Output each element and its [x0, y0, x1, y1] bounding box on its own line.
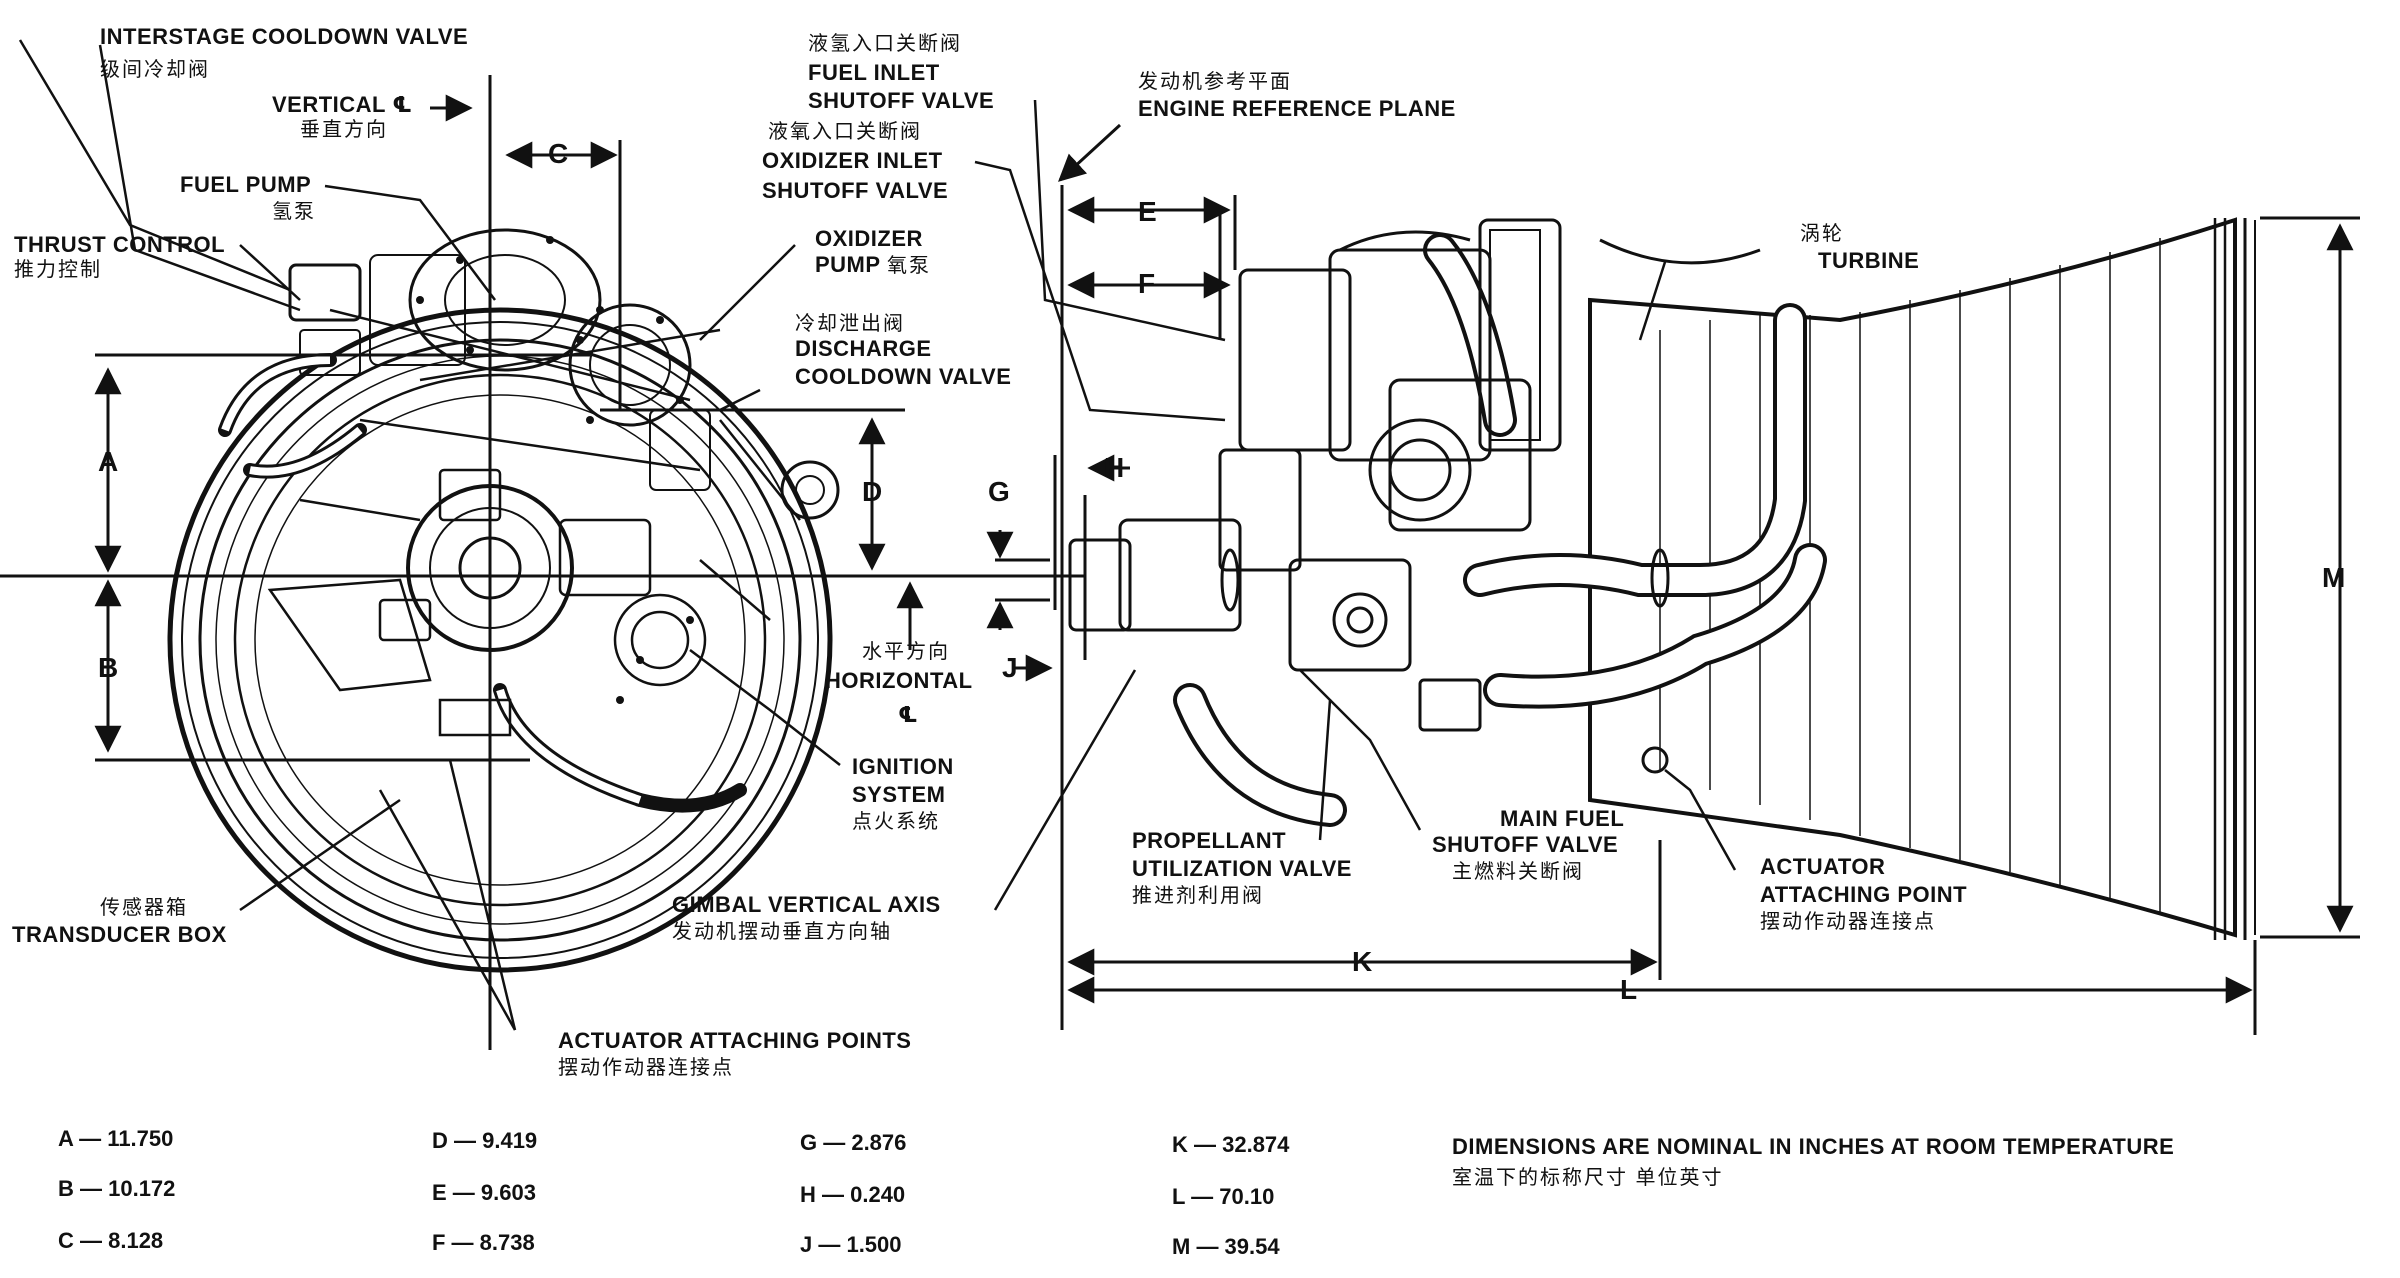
dim-h: H — 0.240	[800, 1182, 906, 1207]
label-turbine: TURBINE	[1818, 248, 1920, 273]
label-fuel-pump-cn: 氢泵	[272, 201, 316, 223]
label-discharge-cooldown-2: COOLDOWN VALVE	[795, 364, 1012, 389]
front-dimension-lines	[0, 75, 1085, 1050]
dim-letter-l: L	[1620, 974, 1638, 1005]
dim-letter-g: G	[988, 476, 1010, 507]
label-horizontal: HORIZONTAL	[825, 668, 973, 693]
front-view	[167, 228, 840, 973]
dim-l: L — 70.10	[1172, 1184, 1275, 1209]
dim-letter-h: H	[1104, 452, 1125, 483]
dim-letter-m: M	[2322, 562, 2346, 593]
dim-letter-j: J	[1002, 652, 1018, 683]
dim-f: F — 8.738	[432, 1230, 535, 1255]
front-leader-lines	[18, 39, 841, 1031]
label-fuel-inlet-2: SHUTOFF VALVE	[808, 88, 995, 113]
dim-letter-c: C	[548, 138, 569, 169]
label-fuel-inlet-cn: 液氢入口关断阀	[808, 33, 962, 55]
label-gimbal-axis: GIMBAL VERTICAL AXIS	[672, 892, 941, 917]
label-interstage-cooldown-valve-cn: 级间冷却阀	[100, 59, 210, 81]
label-oxidizer-inlet-2: SHUTOFF VALVE	[762, 178, 949, 203]
label-discharge-cooldown-cn: 冷却泄出阀	[795, 313, 905, 335]
dimension-note-cn: 室温下的标称尺寸 单位英寸	[1452, 1167, 1724, 1189]
label-actuator-point: ACTUATOR	[1760, 854, 1886, 879]
label-fuel-inlet: FUEL INLET	[808, 60, 940, 85]
label-horizontal-cn: 水平方向	[862, 641, 950, 663]
side-leader-lines	[974, 99, 1737, 911]
dim-c: C — 8.128	[58, 1228, 164, 1253]
dim-letter-a: A	[98, 446, 119, 477]
label-oxidizer-pump: OXIDIZER	[815, 226, 923, 251]
side-view	[1068, 217, 2256, 940]
nozzle-bell	[1588, 217, 2237, 938]
label-vertical-cl-cn: 垂直方向	[300, 119, 388, 141]
label-main-fuel-shutoff: MAIN FUEL	[1500, 806, 1625, 831]
label-transducer-box: TRANSDUCER BOX	[12, 922, 227, 947]
label-engine-ref-plane-cn: 发动机参考平面	[1138, 71, 1292, 93]
label-actuator-point-2: ATTACHING POINT	[1760, 882, 1968, 907]
nozzle-tubes	[1659, 238, 2161, 912]
label-transducer-box-cn: 传感器箱	[100, 897, 188, 919]
dim-letter-f: F	[1138, 268, 1156, 299]
label-oxidizer-inlet-cn: 液氧入口关断阀	[768, 121, 922, 143]
label-thrust-control-cn: 推力控制	[14, 259, 102, 281]
dim-m: M — 39.54	[1172, 1234, 1280, 1259]
label-actuator-point-cn: 摆动作动器连接点	[1760, 911, 1936, 933]
label-oxidizer-pump-2: PUMP	[815, 252, 881, 277]
dim-b: B — 10.172	[58, 1176, 176, 1201]
label-propellant-utilization-cn: 推进剂利用阀	[1132, 885, 1264, 907]
label-ignition-system-2: SYSTEM	[852, 782, 946, 807]
label-main-fuel-shutoff-2: SHUTOFF VALVE	[1432, 832, 1619, 857]
front-piping	[218, 353, 747, 813]
label-actuator-points: ACTUATOR ATTACHING POINTS	[558, 1028, 912, 1053]
dim-e: E — 9.603	[432, 1180, 536, 1205]
side-pumps	[1068, 218, 1761, 732]
label-ignition-system: IGNITION	[852, 754, 954, 779]
label-ignition-system-cn: 点火系统	[852, 811, 940, 833]
dim-k: K — 32.874	[1172, 1132, 1290, 1157]
dim-letter-b: B	[98, 652, 119, 683]
label-propellant-utilization: PROPELLANT	[1132, 828, 1287, 853]
dim-j: J — 1.500	[800, 1232, 902, 1257]
label-main-fuel-shutoff-cn: 主燃料关断阀	[1452, 861, 1584, 883]
dim-letter-k: K	[1352, 946, 1373, 977]
dim-letter-d: D	[862, 476, 883, 507]
dim-g: G — 2.876	[800, 1130, 907, 1155]
label-interstage-cooldown-valve: INTERSTAGE COOLDOWN VALVE	[100, 24, 469, 49]
dim-d: D — 9.419	[432, 1128, 538, 1153]
dimension-note: DIMENSIONS ARE NOMINAL IN INCHES AT ROOM…	[1452, 1134, 2175, 1159]
label-vertical-cl: VERTICAL ℄	[272, 92, 413, 117]
label-oxidizer-inlet: OXIDIZER INLET	[762, 148, 943, 173]
label-turbine-cn: 涡轮	[1800, 223, 1844, 245]
label-propellant-utilization-2: UTILIZATION VALVE	[1132, 856, 1352, 881]
label-oxidizer-pump-cn: 氧泵	[887, 255, 931, 277]
label-gimbal-axis-cn: 发动机摆动垂直方向轴	[672, 921, 892, 943]
fuel-pump-body	[288, 228, 602, 376]
label-actuator-points-cn: 摆动作动器连接点	[558, 1057, 734, 1079]
dim-letter-e: E	[1138, 196, 1157, 227]
label-discharge-cooldown: DISCHARGE	[795, 336, 932, 361]
label-fuel-pump: FUEL PUMP	[180, 172, 312, 197]
label-horizontal-cl: ℄	[898, 702, 919, 727]
oxidizer-pump-body	[568, 303, 840, 520]
dim-a: A — 11.750	[58, 1126, 174, 1151]
label-engine-ref-plane: ENGINE REFERENCE PLANE	[1138, 96, 1456, 121]
label-thrust-control: THRUST CONTROL	[14, 232, 226, 257]
